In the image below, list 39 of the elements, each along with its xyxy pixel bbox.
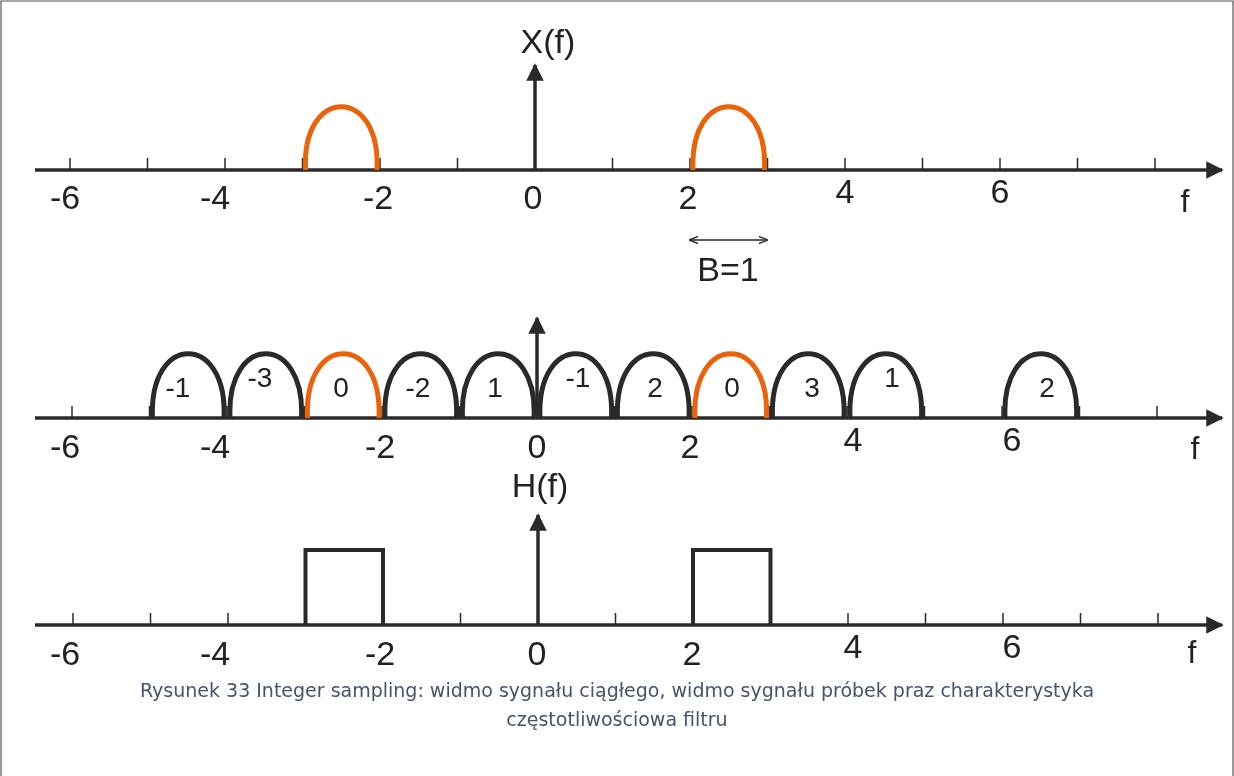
- axis-title: X(f): [520, 22, 576, 62]
- axis-label: f: [1190, 430, 1200, 467]
- axis-label: -6: [49, 178, 81, 218]
- axis-label: 4: [835, 172, 855, 212]
- axis-label: 2: [678, 178, 698, 218]
- dimension-label: B=1: [697, 250, 759, 290]
- axis-label: -2: [364, 634, 396, 674]
- axis-label: 4: [843, 420, 863, 460]
- lobe-label: 2: [647, 372, 663, 405]
- axis-label: 4: [843, 627, 863, 667]
- lobe-label: 1: [884, 362, 900, 395]
- axis-label: 6: [1002, 627, 1022, 667]
- lobe-label: -1: [565, 362, 591, 395]
- lobe-label: 1: [487, 372, 503, 405]
- axis-label: f: [1180, 183, 1190, 220]
- axis-label: 0: [527, 427, 547, 467]
- axis-label: 0: [527, 634, 547, 674]
- axis-label: f: [1187, 634, 1197, 671]
- axis-label: -6: [49, 427, 81, 467]
- axis-label: 2: [682, 634, 702, 674]
- axis-label: 6: [1002, 420, 1022, 460]
- axis-label: -2: [364, 427, 396, 467]
- axis-label: -4: [199, 634, 231, 674]
- lobe-label: 0: [724, 372, 740, 405]
- lobe-label: -2: [405, 372, 431, 405]
- lobe-label: -3: [247, 362, 273, 395]
- axis-label: 0: [523, 178, 543, 218]
- lobe-label: -1: [165, 372, 191, 405]
- axis-title: H(f): [511, 466, 569, 506]
- axis-label: -6: [49, 634, 81, 674]
- lobe-label: 2: [1039, 372, 1055, 405]
- lobe-label: 0: [333, 372, 349, 405]
- axis-label: -4: [199, 427, 231, 467]
- axis-label: 6: [990, 172, 1010, 212]
- axis-label: -2: [362, 178, 394, 218]
- axis-label: 2: [680, 427, 700, 467]
- caption: Rysunek 33 Integer sampling: widmo sygnału ciągłego, widmo sygnału próbek praz charakterystyka częstotliwościowa filtru: [138, 678, 1096, 733]
- lobe-label: 3: [804, 372, 820, 405]
- axis-label: -4: [199, 178, 231, 218]
